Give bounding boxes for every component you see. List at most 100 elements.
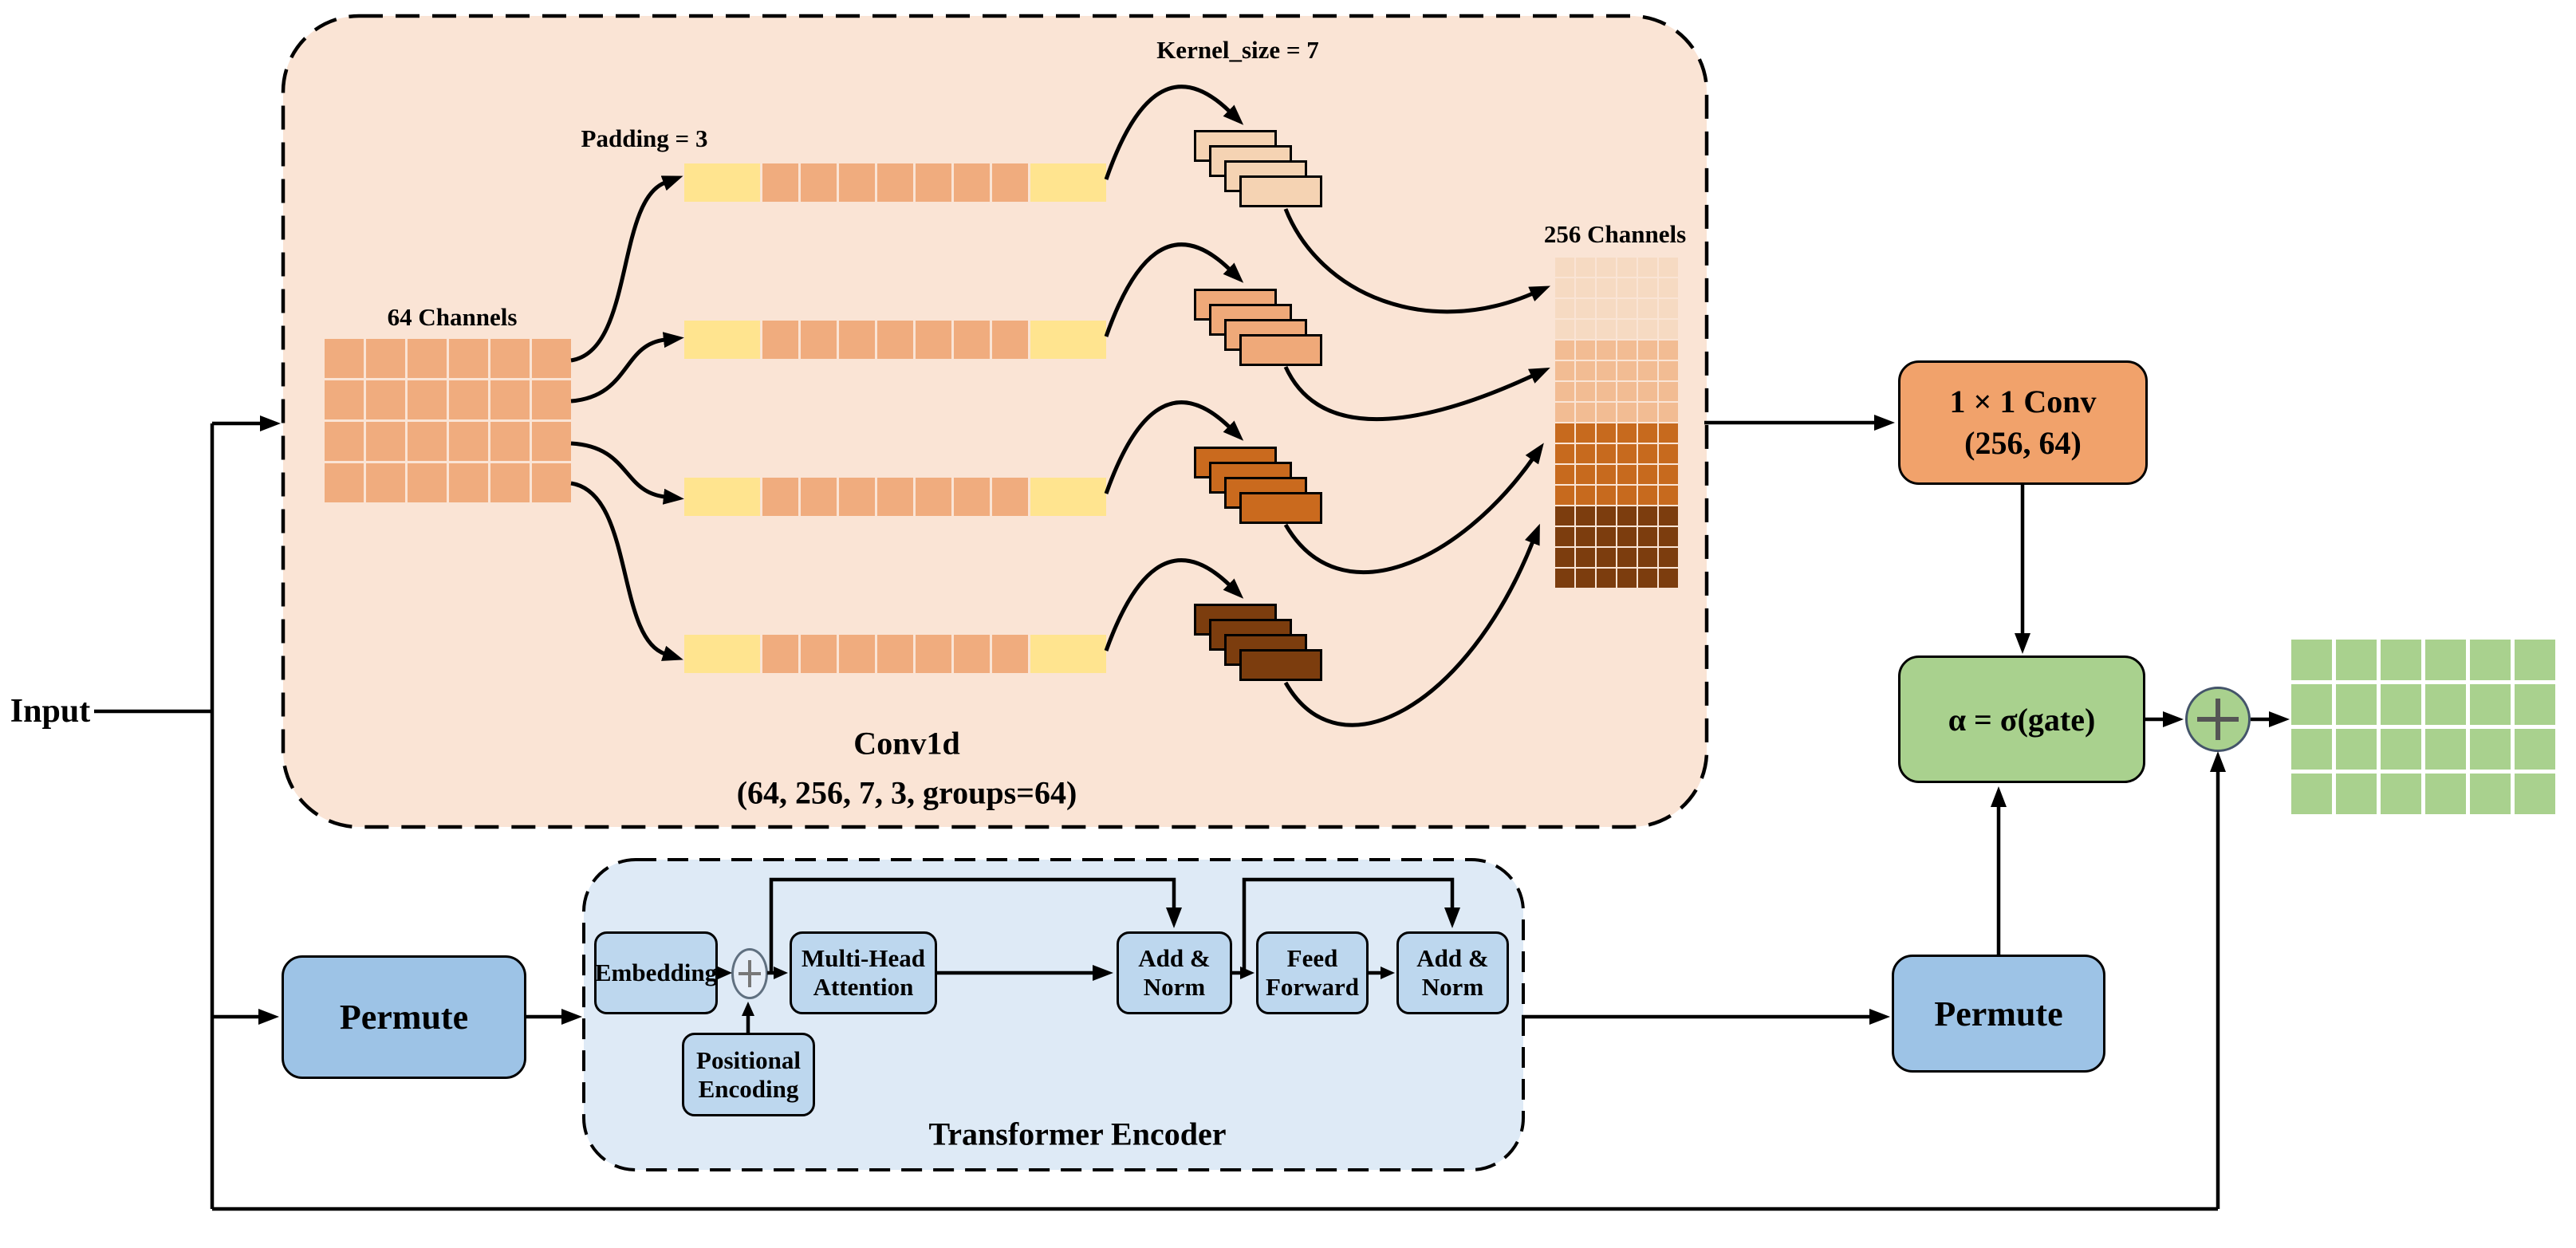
grid-cell xyxy=(1576,423,1595,443)
grid-cell xyxy=(1555,341,1574,360)
strip-segment xyxy=(684,478,760,516)
grid-cell xyxy=(2425,640,2466,680)
grid-cell xyxy=(1576,486,1595,505)
grid-cell xyxy=(490,463,530,502)
strip-segment xyxy=(992,635,1028,673)
strip-segment xyxy=(916,635,951,673)
grid-cell xyxy=(449,339,488,378)
strip-segment xyxy=(839,478,875,516)
strip-segment xyxy=(916,478,951,516)
grid-cell xyxy=(1555,299,1574,318)
strip-segment xyxy=(877,163,913,202)
grid-cell xyxy=(1638,465,1657,484)
grid-cell xyxy=(1597,548,1616,567)
strip-segment xyxy=(877,321,913,359)
strip-segment xyxy=(1030,163,1106,202)
grid-cell xyxy=(1597,527,1616,546)
grid-cell xyxy=(1555,403,1574,422)
grid-cell xyxy=(2515,729,2555,770)
grid-cell xyxy=(1576,258,1595,277)
padded-strip-4 xyxy=(684,635,1106,673)
grid-cell xyxy=(2381,640,2421,680)
output-grid xyxy=(2291,640,2555,814)
add-norm-2-line1: Add & xyxy=(1416,944,1489,973)
grid-cell xyxy=(1597,299,1616,318)
ff-line2: Forward xyxy=(1265,973,1360,1001)
grid-cell xyxy=(1617,382,1637,401)
grid-cell xyxy=(1638,548,1657,567)
conv1x1-line1: 1 × 1 Conv xyxy=(1949,384,2097,419)
grid-cell xyxy=(1659,506,1678,526)
grid-cell xyxy=(2470,640,2511,680)
permute-left-box: Permute xyxy=(282,955,526,1079)
grid-cell xyxy=(1576,527,1595,546)
strip-segment xyxy=(762,635,798,673)
grid-cell xyxy=(325,463,364,502)
grid-cell xyxy=(325,339,364,378)
permute-right-box: Permute xyxy=(1892,955,2105,1073)
grid-cell xyxy=(1659,320,1678,339)
padded-strip-2 xyxy=(684,321,1106,359)
kernel-rect xyxy=(1239,334,1322,366)
in-channels-label: 64 Channels xyxy=(387,303,518,331)
strip-segment xyxy=(762,163,798,202)
kernel-size-label: Kernel_size = 7 xyxy=(1156,36,1319,64)
strip-segment xyxy=(801,478,837,516)
grid-cell xyxy=(1617,299,1637,318)
feed-forward-box: Feed Forward xyxy=(1256,931,1369,1014)
mha-line1: Multi-Head xyxy=(802,944,925,973)
grid-cell xyxy=(1576,465,1595,484)
gate-box: α = σ(gate) xyxy=(1898,655,2145,783)
grid-cell xyxy=(1659,258,1678,277)
grid-cell xyxy=(1617,486,1637,505)
grid-cell xyxy=(1638,569,1657,588)
grid-cell xyxy=(366,339,405,378)
grid-cell xyxy=(1555,486,1574,505)
grid-cell xyxy=(1659,465,1678,484)
grid-cell xyxy=(1597,486,1616,505)
strip-segment xyxy=(762,478,798,516)
add-norm-1-box: Add & Norm xyxy=(1117,931,1232,1014)
strip-segment xyxy=(916,321,951,359)
conv1d-title: Conv1d xyxy=(853,725,960,762)
grid-cell xyxy=(1555,382,1574,401)
grid-cell xyxy=(1597,403,1616,422)
grid-cell xyxy=(1555,258,1574,277)
grid-cell xyxy=(1638,527,1657,546)
strip-segment xyxy=(801,321,837,359)
grid-cell xyxy=(1659,278,1678,297)
permute-left-label: Permute xyxy=(339,998,469,1037)
grid-cell xyxy=(408,339,447,378)
conv1d-params: (64, 256, 7, 3, groups=64) xyxy=(736,774,1077,811)
grid-cell xyxy=(1659,548,1678,567)
ff-line1: Feed xyxy=(1286,944,1338,973)
grid-cell xyxy=(1576,320,1595,339)
grid-cell xyxy=(1617,361,1637,380)
grid-cell xyxy=(1597,320,1616,339)
grid-cell xyxy=(1576,278,1595,297)
strip-segment xyxy=(954,635,990,673)
strip-segment xyxy=(1030,478,1106,516)
grid-cell xyxy=(1597,278,1616,297)
strip-segment xyxy=(762,321,798,359)
grid-cell xyxy=(532,463,571,502)
strip-segment xyxy=(684,635,760,673)
positional-add-icon xyxy=(731,948,768,999)
grid-cell xyxy=(490,339,530,378)
grid-cell xyxy=(1659,423,1678,443)
strip-segment xyxy=(954,478,990,516)
grid-cell xyxy=(1555,320,1574,339)
input-64-grid xyxy=(325,339,571,502)
grid-cell xyxy=(1555,361,1574,380)
grid-cell xyxy=(2381,729,2421,770)
grid-cell xyxy=(1555,506,1574,526)
embedding-box: Embedding xyxy=(594,931,718,1014)
grid-cell xyxy=(2425,729,2466,770)
grid-cell xyxy=(1659,527,1678,546)
strip-segment xyxy=(684,163,760,202)
grid-cell xyxy=(1617,403,1637,422)
grid-cell xyxy=(1617,465,1637,484)
padded-strip-1 xyxy=(684,163,1106,202)
grid-cell xyxy=(1617,320,1637,339)
grid-cell xyxy=(1597,506,1616,526)
